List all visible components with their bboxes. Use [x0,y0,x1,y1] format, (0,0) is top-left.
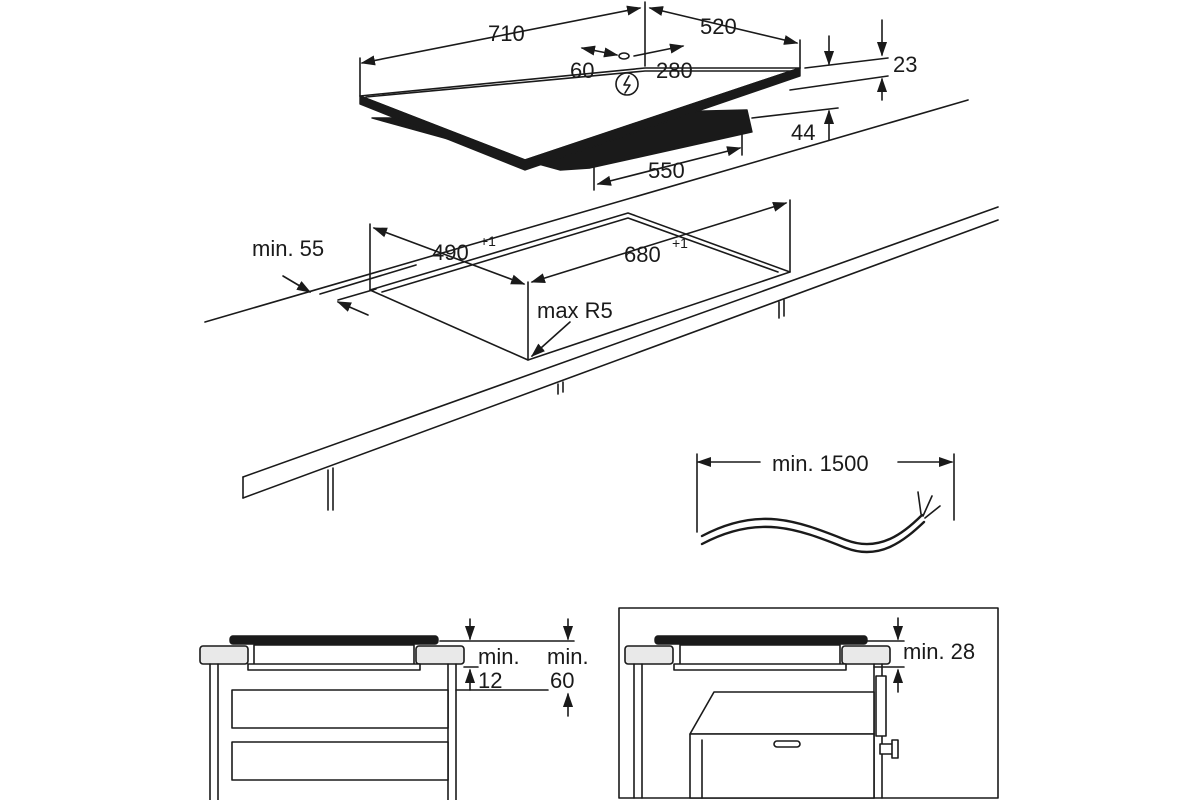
cable-drawing: min. 1500 [696,451,955,554]
oven-handle [773,740,801,748]
label-cutout-width: 680 [624,242,661,267]
label-drawer-min-b: min. [547,644,589,669]
label-conn-right: 280 [656,58,693,83]
label-body-height: 44 [791,120,815,145]
label-hob-depth: 520 [700,14,737,39]
drawer-bottom [231,741,449,781]
label-cable-length: min. 1500 [772,451,869,476]
label-min-edge: min. 55 [252,236,324,261]
dim-depth-line [648,6,799,45]
section-drawers: min. 12 min. 60 [199,618,589,800]
hob-section-oven [654,635,868,645]
label-corner-radius: max R5 [537,298,613,323]
hob-section [229,635,439,645]
worktop-cutout [369,212,791,361]
label-cutout-depth-tolerance: +1 [480,233,496,249]
oven-body [689,691,875,735]
label-drawer-value-a: 12 [478,668,502,693]
label-body-width: 550 [648,158,685,183]
dim-width-line [360,5,642,66]
power-connection-icon [615,72,639,96]
label-drawer-min-a: min. [478,644,520,669]
hob-glass-edge [359,67,801,171]
label-cutout-width-tolerance: +1 [672,235,688,251]
label-oven-clearance: min. 28 [903,639,975,664]
hob-drawing: 710 520 60 280 23 44 550 [359,1,917,191]
label-hob-width: 710 [488,21,525,46]
drawer-top [231,689,449,729]
worktop-drawing: min. 55 490 +1 680 +1 max R5 [204,99,999,511]
cable-line [700,513,924,546]
label-conn-left: 60 [570,58,594,83]
label-drawer-value-b: 60 [550,668,574,693]
section-oven: min. 28 [618,607,999,799]
label-glass-thickness: 23 [893,52,917,77]
label-cutout-depth: 490 [432,240,469,265]
